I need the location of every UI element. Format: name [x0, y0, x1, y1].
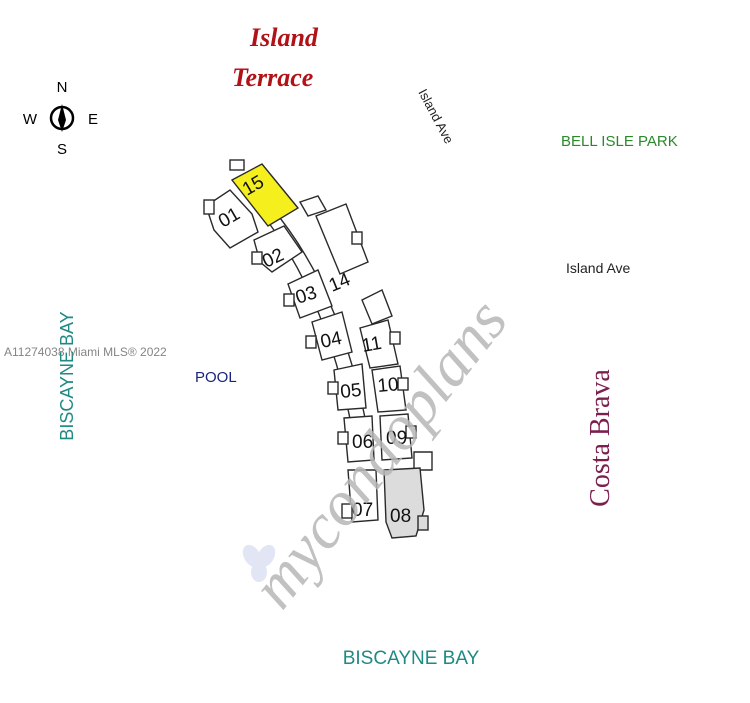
mls-credit: A11274038 Miami MLS® 2022	[4, 345, 167, 359]
unit-07: 07	[341, 469, 379, 523]
island-ave-top-label: Island Ave	[415, 86, 456, 146]
unit-15-highlighted: 15	[229, 159, 300, 227]
pool-label: POOL	[195, 369, 237, 386]
title-terrace: Terrace	[232, 63, 313, 92]
title-island: Island	[249, 23, 319, 52]
building: 01 02 03 04 05 06 07	[203, 159, 433, 539]
unit-03: 03	[283, 269, 333, 319]
unit-09: 09	[379, 413, 417, 461]
unit-label: 10	[377, 374, 400, 397]
unit-14: 14	[315, 203, 369, 297]
unit-label: 04	[319, 328, 344, 353]
unit-05: 05	[327, 363, 367, 411]
flower-icon	[242, 544, 276, 582]
compass-icon: N S W E	[23, 79, 98, 158]
bell-isle-park-label: BELL ISLE PARK	[561, 133, 678, 150]
unit-label: 14	[326, 269, 354, 297]
compass-s: S	[57, 141, 67, 158]
biscayne-bay-bottom-label: BISCAYNE BAY	[343, 648, 480, 669]
unit-02: 02	[251, 225, 303, 273]
costa-brava-label: Costa Brava	[585, 369, 616, 507]
unit-label: 06	[352, 432, 373, 453]
unit-label: 11	[360, 333, 383, 357]
unit-08-shaded: 08	[383, 467, 429, 539]
unit-01: 01	[203, 189, 259, 249]
compass-e: E	[88, 111, 98, 128]
unit-label: 08	[390, 506, 411, 527]
island-ave-right-label: Island Ave	[566, 260, 631, 276]
biscayne-bay-left-label: BISCAYNE BAY	[57, 311, 77, 440]
unit-04: 04	[305, 311, 353, 361]
unit-06: 06	[337, 415, 375, 463]
unit-label: 07	[352, 500, 373, 521]
unit-10: 10	[371, 365, 409, 413]
unit-label: 05	[339, 380, 362, 403]
unit-label: 09	[386, 428, 407, 449]
unit-11: 11	[359, 319, 401, 369]
compass-n: N	[57, 79, 68, 96]
compass-w: W	[23, 111, 38, 128]
